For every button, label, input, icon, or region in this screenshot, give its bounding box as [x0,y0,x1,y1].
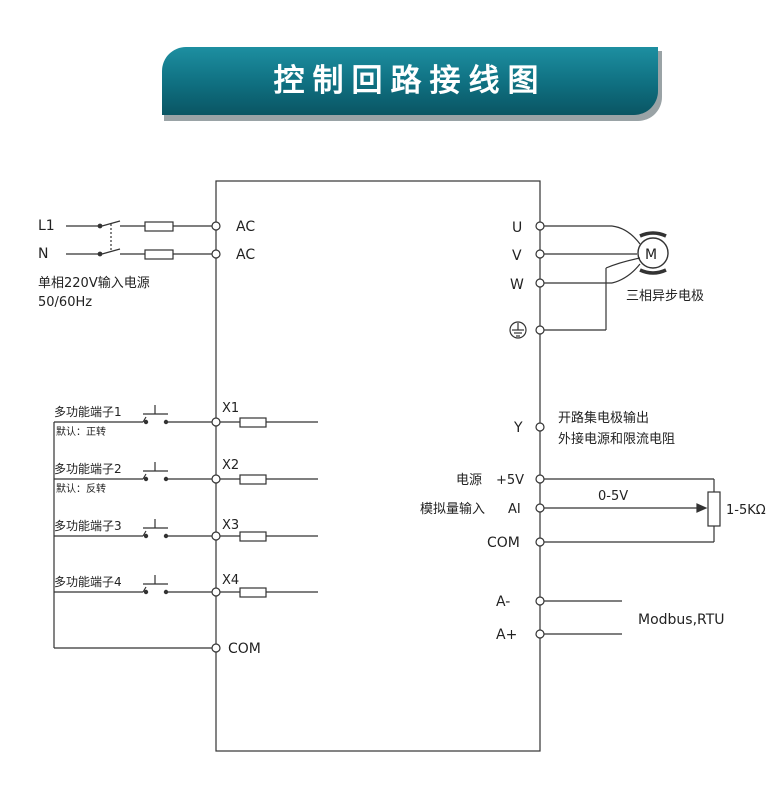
x1-terminal [211,417,221,427]
y-terminal [535,422,545,432]
x1-resistor [239,417,267,428]
input-3-label: 多功能端子3 [54,519,122,533]
ai-terminal [535,503,545,513]
power-desc-1: 单相220V输入电源 [38,275,150,291]
y-desc-2: 外接电源和限流电阻 [558,431,675,447]
x1-label: X1 [222,401,239,416]
w-terminal [535,278,545,288]
ac-terminal-2 [211,249,221,259]
motor-output-section: U V W M 三相异步电极 [509,220,704,339]
ai-label: AI [508,502,521,517]
a-plus-terminal [535,629,545,639]
a-plus-label: A+ [496,627,517,643]
motor-symbol: M [645,247,657,263]
power-desc-2: 50/60Hz [38,295,92,310]
page-title: 控制回路接线图 [273,63,547,99]
switch-l1 [101,220,121,227]
com-terminal-right [535,537,545,547]
controller-box [215,180,541,752]
digital-inputs-section: COM 多功能端子1 默认：正转 X1 多功能端子2 默认：反转 X2 多功能端… [53,401,318,657]
u-label: U [512,220,522,236]
analog-input-label: 模拟量输入 [420,501,485,517]
com-label-left: COM [228,641,261,657]
motor-icon [637,237,669,269]
input-2-label: 多功能端子2 [54,462,122,476]
plus5v-label: +5V [496,473,524,488]
banner-face [162,47,658,115]
n-label: N [38,246,48,262]
ground-terminal [535,325,545,335]
x2-label: X2 [222,458,239,473]
x4-label: X4 [222,573,239,588]
motor-label: 三相异步电极 [626,289,704,304]
l1-label: L1 [38,218,55,234]
a-minus-terminal [535,596,545,606]
input-1-default: 默认：正转 [56,425,106,438]
x3-resistor [239,531,267,542]
w-label: W [510,277,524,293]
u-terminal [535,221,545,231]
plus5v-terminal [535,474,545,484]
power-label: 电源 [456,473,482,488]
x4-terminal [211,587,221,597]
y-label: Y [513,420,523,436]
modbus-label: Modbus,RTU [638,612,725,628]
ground-icon [509,321,527,339]
x3-terminal [211,531,221,541]
input-2-default: 默认：反转 [56,482,106,495]
ac-terminal-1 [211,221,221,231]
potentiometer [707,491,721,527]
wiper-arrow [696,503,708,513]
x4-resistor [239,587,267,598]
input-4-label: 多功能端子4 [54,575,122,589]
y-desc-1: 开路集电极输出 [558,410,649,426]
resistor-label: 1-5KΩ [726,503,766,518]
com-label-right: COM [487,535,520,551]
com-terminal-left [211,643,221,653]
v-label: V [512,248,522,264]
power-input-section: L1 N AC AC 单相220V输入电源 50/60Hz [38,218,255,310]
analog-input-section: 电源 +5V 模拟量输入 AI COM 0-5V 1-5KΩ [420,473,766,551]
ac-label-1: AC [236,219,255,235]
fuse-n [144,249,174,260]
input-1-label: 多功能端子1 [54,405,122,419]
a-minus-label: A- [496,594,510,610]
v-terminal [535,249,545,259]
fuse-l1 [144,221,174,232]
y-output-section: Y 开路集电极输出 外接电源和限流电阻 [513,410,675,447]
switch-n [101,248,121,255]
x2-terminal [211,474,221,484]
x3-label: X3 [222,518,239,533]
title-banner: 控制回路接线图 [162,47,662,121]
modbus-section: A- A+ Modbus,RTU [496,594,725,643]
voltage-range-label: 0-5V [598,489,628,504]
ac-label-2: AC [236,247,255,263]
x2-resistor [239,474,267,485]
